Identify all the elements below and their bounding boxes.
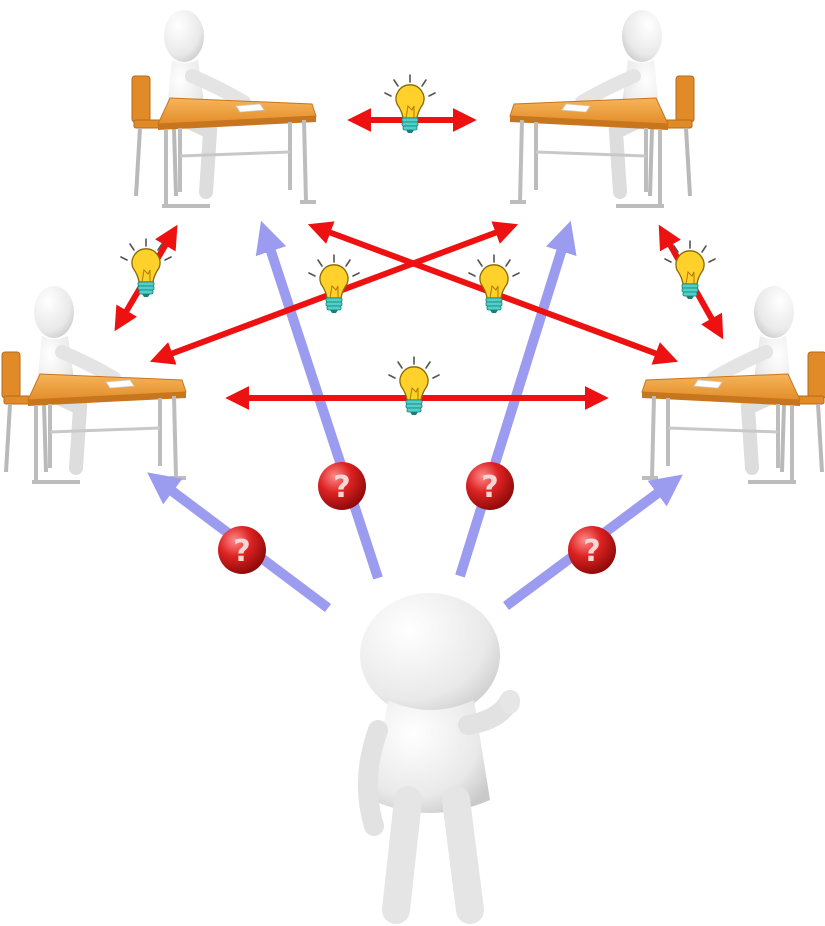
question-mark-icon: ? (318, 462, 366, 510)
svg-text:?: ? (233, 534, 250, 569)
question-mark-icon: ? (568, 526, 616, 574)
svg-text:?: ? (583, 534, 600, 569)
teacher-figure (357, 593, 520, 924)
svg-text:?: ? (333, 470, 350, 505)
svg-text:?: ? (481, 470, 498, 505)
question-mark-icon: ? (466, 462, 514, 510)
question-mark-icon: ? (218, 526, 266, 574)
